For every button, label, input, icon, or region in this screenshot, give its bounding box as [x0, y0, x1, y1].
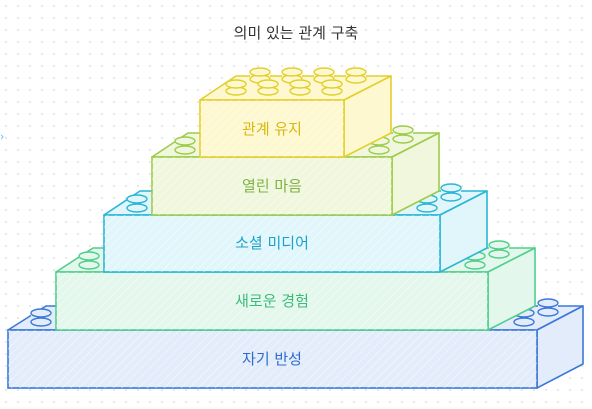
stud	[225, 79, 247, 96]
stud	[488, 240, 510, 259]
stud	[321, 79, 343, 96]
stud	[440, 183, 462, 202]
block-label: 새로운 경험	[235, 292, 309, 310]
block-relationship-maintenance: 관계 유지	[199, 67, 392, 158]
stud	[537, 298, 559, 317]
block-studs	[174, 125, 414, 155]
stud	[126, 194, 148, 213]
block-label: 관계 유지	[242, 120, 302, 138]
stud	[78, 251, 100, 270]
stud	[345, 67, 367, 84]
stud	[257, 79, 279, 96]
stud	[289, 79, 311, 96]
stud	[392, 125, 414, 144]
stud	[30, 308, 52, 327]
block-studs	[126, 183, 462, 213]
block-studs	[225, 67, 367, 96]
diagram-title: 의미 있는 관계 구축	[233, 24, 359, 42]
block-label: 열린 마음	[242, 177, 302, 195]
block-studs	[30, 298, 559, 327]
stud	[249, 67, 271, 84]
block-label: 소셜 미디어	[235, 234, 309, 252]
block-label: 자기 반성	[242, 350, 302, 368]
stud	[174, 136, 196, 155]
edge-marker-icon: ›	[0, 130, 5, 143]
